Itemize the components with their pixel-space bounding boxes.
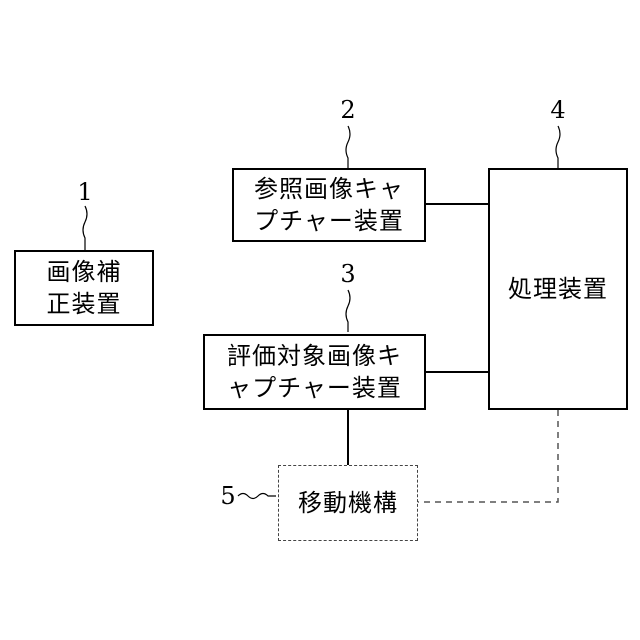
- connector-processing-to-moving: [418, 410, 558, 502]
- processing-device-box: 処理装置: [488, 168, 628, 410]
- evaluation-capture-label-line-1: 評価対象画像キ: [227, 340, 402, 372]
- evaluation-capture-number: 3: [338, 262, 358, 286]
- leader-line-2: [346, 126, 350, 168]
- reference-capture-box: 参照画像キャ プチャー装置: [232, 168, 426, 242]
- evaluation-capture-label-line-2: ャプチャー装置: [227, 372, 402, 404]
- moving-mechanism-number: 5: [218, 484, 238, 508]
- leader-line-4: [556, 126, 560, 168]
- evaluation-capture-box: 評価対象画像キ ャプチャー装置: [203, 334, 426, 410]
- correction-device-box: 画像補 正装置: [14, 250, 154, 326]
- correction-device-label-line-1: 画像補: [47, 256, 122, 288]
- reference-capture-number: 2: [338, 98, 358, 122]
- moving-mechanism-box: 移動機構: [278, 465, 418, 541]
- processing-device-number: 4: [548, 98, 568, 122]
- processing-device-label: 処理装置: [508, 273, 608, 305]
- reference-capture-label-line-1: 参照画像キャ: [254, 173, 404, 205]
- correction-device-number: 1: [75, 180, 95, 204]
- reference-capture-label-line-2: プチャー装置: [254, 205, 404, 237]
- leader-line-3: [346, 290, 350, 332]
- leader-line-5: [238, 494, 276, 499]
- correction-device-label-line-2: 正装置: [47, 288, 122, 320]
- leader-line-1: [83, 206, 87, 250]
- moving-mechanism-label: 移動機構: [298, 487, 398, 519]
